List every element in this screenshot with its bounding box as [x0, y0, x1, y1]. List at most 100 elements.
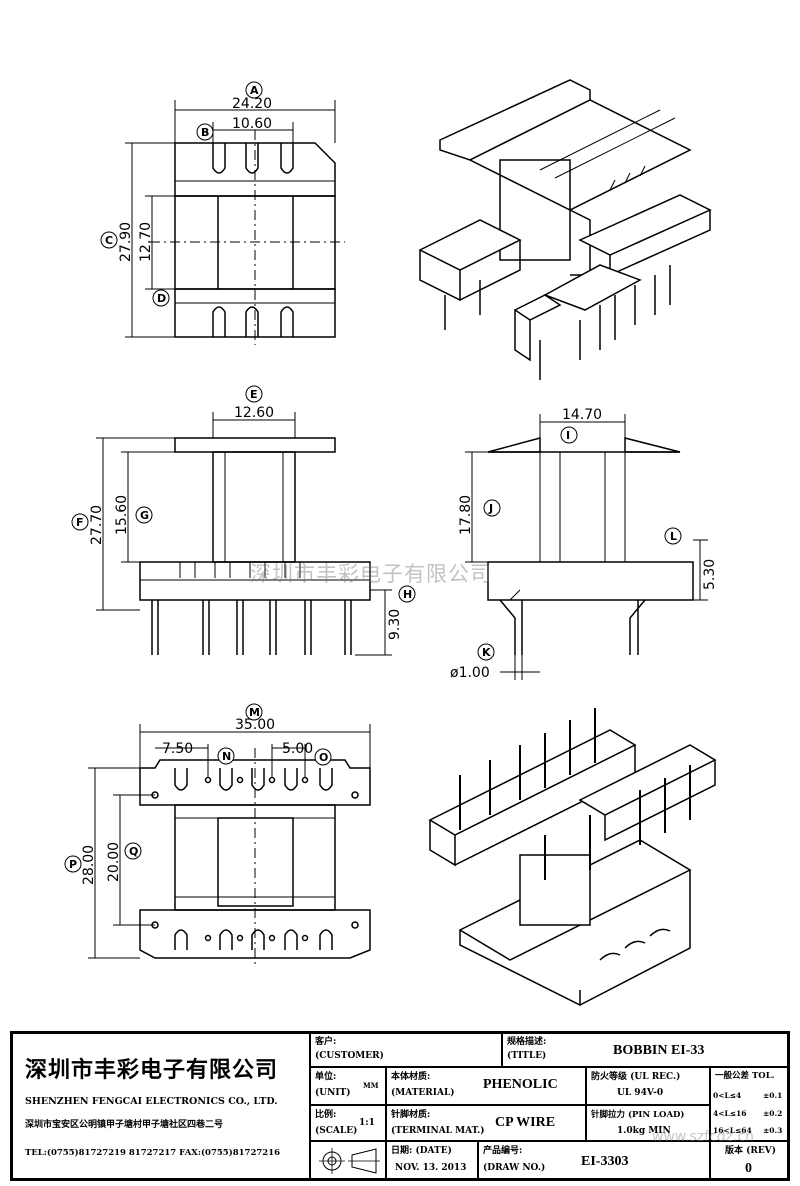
drawno-label-en: (DRAW NO.) [483, 1163, 546, 1173]
date-cell: 日期: (DATE) NOV. 13. 2013 [386, 1141, 478, 1179]
dim-g: 15.60 [114, 495, 130, 535]
dim-n: 7.50 [162, 741, 193, 757]
pinload-cell: 针脚拉力 (PIN LOAD) 1.0kg MIN [586, 1105, 710, 1141]
label-d: D [157, 292, 166, 305]
dim-f: 27.70 [89, 505, 105, 545]
isometric-view-top [418, 79, 712, 380]
dim-m: 35.00 [235, 717, 275, 733]
title-label-en: (TITLE) [507, 1051, 547, 1061]
label-p: P [69, 858, 77, 871]
company-name-en: SHENZHEN FENGCAI ELECTRONICS CO., LTD. [25, 1096, 278, 1107]
circle-labels: A B C D E F G H I J K L M N O P Q [64, 81, 682, 873]
label-h: H [403, 588, 412, 601]
dim-h: 9.30 [387, 609, 403, 640]
dim-e: 12.60 [234, 405, 274, 421]
dim-l: 5.30 [702, 559, 718, 590]
material-value: PHENOLIC [483, 1077, 558, 1092]
drawno-value: EI-3303 [581, 1154, 629, 1169]
material-label-cn: 本体材质: [391, 1072, 431, 1082]
terminal-label-cn: 针脚材质: [391, 1110, 431, 1120]
side-view [487, 437, 694, 655]
tol-value-3: ±0.3 [763, 1126, 783, 1135]
rev-value: 0 [745, 1161, 752, 1176]
scale-label-cn: 比例: [315, 1110, 337, 1120]
scale-cell: 比例: (SCALE) 1:1 [310, 1105, 386, 1141]
flame-cell: 防火等级 (UL REC.) UL 94V-0 [586, 1067, 710, 1105]
dim-b: 10.60 [232, 116, 272, 132]
dim-c: 27.90 [118, 222, 134, 262]
pinload-value: 1.0kg MIN [617, 1126, 671, 1136]
unit-label-cn: 单位: [315, 1072, 337, 1082]
tol-title: 一般公差 TOL. [715, 1071, 775, 1081]
rev-label: 版本 (REV) [725, 1146, 776, 1156]
drawno-label-cn: 产品编号: [483, 1146, 523, 1156]
tol-value-2: ±0.2 [763, 1109, 783, 1118]
watermark: 深圳市丰彩电子有限公司 [250, 562, 492, 586]
company-name-cn: 深圳市丰彩电子有限公司 [25, 1058, 279, 1083]
tolerance-cell: 一般公差 TOL. 0<L≤4 ±0.1 4<L≤16 ±0.2 16<L≤64… [710, 1067, 788, 1141]
label-c: C [105, 234, 113, 247]
dim-d: 12.70 [138, 222, 154, 262]
label-b: B [201, 126, 209, 139]
label-e: E [250, 388, 258, 401]
customer-cell: 客户: (CUSTOMER) [310, 1033, 502, 1067]
tol-range-2: 4<L≤16 [713, 1109, 747, 1118]
title-value: BOBBIN EI-33 [613, 1043, 705, 1058]
label-i: I [566, 429, 570, 442]
company-cell: 深圳市丰彩电子有限公司 SHENZHEN FENGCAI ELECTRONICS… [12, 1033, 310, 1179]
dimension-texts: 24.20 10.60 27.90 12.70 12.60 27.70 15.6… [81, 96, 718, 885]
side-view-dimensions [465, 414, 708, 680]
projection-symbol-icon [319, 1148, 380, 1174]
terminal-cell: 针脚材质: (TERMINAL MAT.) CP WIRE [386, 1105, 586, 1141]
company-contact: TEL:(0755)81727219 81727217 FAX:(0755)81… [25, 1148, 281, 1158]
front-view-dimensions [96, 412, 392, 656]
label-m: M [249, 706, 260, 719]
unit-cell: 单位: (UNIT) MM [310, 1067, 386, 1105]
tol-range-3: 16<L≤64 [713, 1126, 752, 1135]
top-view [150, 130, 345, 345]
label-g: G [140, 509, 149, 522]
dim-o: 5.00 [282, 741, 313, 757]
scale-label-en: (SCALE) [315, 1126, 358, 1136]
dim-k: ø1.00 [450, 665, 490, 681]
scale-value: 1:1 [359, 1118, 375, 1128]
drawno-cell: 产品编号: (DRAW NO.) EI-3303 [478, 1141, 710, 1179]
title-block: 深圳市丰彩电子有限公司 SHENZHEN FENGCAI ELECTRONICS… [10, 1031, 790, 1181]
unit-label-en: (UNIT) [315, 1088, 351, 1098]
label-n: N [222, 750, 231, 763]
label-k: K [482, 646, 491, 659]
isometric-view-bottom [428, 708, 717, 1007]
terminal-label-en: (TERMINAL MAT.) [391, 1126, 485, 1136]
label-o: O [319, 751, 328, 764]
material-label-en: (MATERIAL) [391, 1088, 455, 1098]
bottom-view-dimensions [88, 724, 371, 959]
material-cell: 本体材质: (MATERIAL) PHENOLIC [386, 1067, 586, 1105]
site-watermark: www.szfcdz.cn [652, 1129, 755, 1145]
terminal-value: CP WIRE [495, 1115, 556, 1130]
tol-value-1: ±0.1 [763, 1091, 783, 1100]
flame-label: 防火等级 (UL REC.) [591, 1072, 681, 1082]
tol-range-1: 0<L≤4 [713, 1091, 742, 1100]
company-address: 深圳市宝安区公明镇甲子塘村甲子塘社区四巷二号 [25, 1120, 224, 1130]
pinload-label: 针脚拉力 (PIN LOAD) [591, 1110, 685, 1120]
label-q: Q [129, 845, 138, 858]
label-l: L [670, 530, 677, 543]
date-label: 日期: (DATE) [391, 1146, 452, 1156]
date-value: NOV. 13. 2013 [395, 1163, 467, 1173]
customer-label-en: (CUSTOMER) [315, 1051, 384, 1061]
title-label-cn: 规格描述: [507, 1037, 547, 1047]
rev-cell: 版本 (REV) 0 [710, 1141, 788, 1179]
bottom-view [139, 748, 371, 965]
front-view [139, 437, 371, 655]
dim-p: 28.00 [81, 845, 97, 885]
customer-label-cn: 客户: [315, 1037, 337, 1047]
label-a: A [250, 84, 259, 97]
label-f: F [76, 516, 84, 529]
dim-q: 20.00 [106, 842, 122, 882]
dim-a: 24.20 [232, 96, 272, 112]
flame-value: UL 94V-0 [617, 1088, 664, 1098]
unit-value: MM [363, 1081, 379, 1090]
title-cell: 规格描述: (TITLE) BOBBIN EI-33 [502, 1033, 788, 1067]
dim-i: 14.70 [562, 407, 602, 423]
